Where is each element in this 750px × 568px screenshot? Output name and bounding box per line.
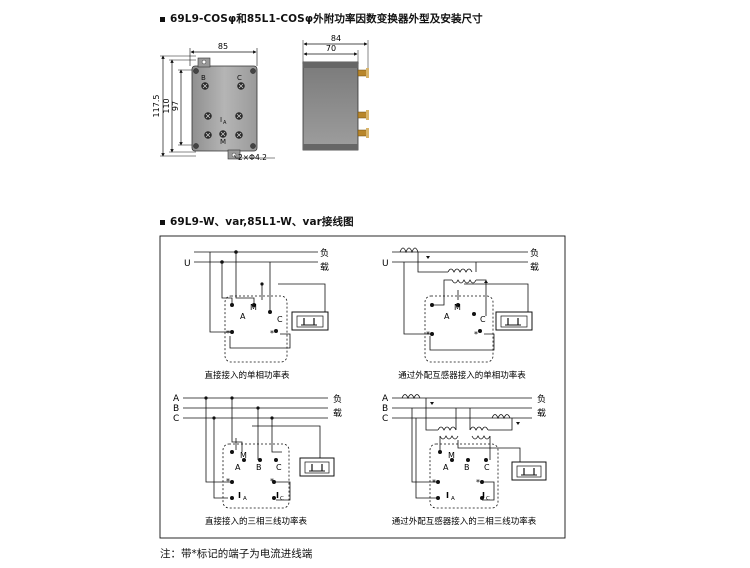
d2-label-u: U [382, 259, 389, 269]
d3-label-load-2: 载 [333, 407, 342, 419]
dim-height-mid: 110 [162, 98, 171, 113]
front-label-ia: I [220, 116, 222, 124]
d2-star: * [426, 330, 430, 339]
d3-label-b: B [173, 404, 179, 414]
d1-caption: 直接接入的单相功率表 [204, 370, 290, 381]
d3-term-ic: I [276, 491, 279, 500]
d4-label-load-1: 负 [537, 393, 546, 405]
d4-term-ic-sub: C [486, 496, 490, 502]
d4-star-2: * [476, 478, 480, 487]
d1-term-c: C [277, 315, 283, 324]
outline-heading-text: 69L9-COSφ和85L1-COSφ外附功率因数变换器外型及安装尺寸 [170, 13, 483, 25]
d3-term-c: C [276, 463, 282, 472]
outline-heading: 69L9-COSφ和85L1-COSφ外附功率因数变换器外型及安装尺寸 [160, 11, 483, 26]
d4-label-load-2: 载 [537, 407, 546, 419]
d1-star: * [226, 329, 230, 338]
wiring-frame [159, 235, 566, 539]
d1-label-load-1: 负 [320, 247, 329, 259]
diagram-direct-three-phase-marks [204, 396, 325, 500]
d3-term-b: B [256, 463, 262, 472]
d4-caption: 通过外配互感器接入的三相三线功率表 [392, 516, 537, 527]
diagram-transformer-three-phase [392, 394, 547, 509]
diagram-transformer-single-phase-marks [426, 256, 521, 336]
d4-term-a: A [443, 463, 449, 472]
front-label-c: C [237, 74, 242, 82]
bullet-icon [160, 16, 165, 22]
d4-label-b: B [382, 404, 388, 414]
front-label-ia-sub: A [223, 120, 227, 126]
d3-star: * [226, 477, 230, 486]
dim-hole-spec: 2×Φ4.2 [238, 153, 267, 162]
front-label-b: B [201, 74, 206, 82]
d3-label-a: A [173, 394, 180, 404]
d3-label-load-1: 负 [333, 393, 342, 405]
d4-term-b: B [464, 463, 470, 472]
bullet-icon [160, 219, 165, 225]
d1-term-m: M [250, 303, 257, 312]
front-view: 85 117.5 110 97 2×Φ4.2 [152, 42, 275, 162]
dim-height-inner: 97 [171, 101, 180, 111]
d3-term-ia: I [238, 491, 241, 500]
footnote: 注：带*标记的端子为电流进线端 [160, 548, 313, 560]
d1-term-a: A [240, 312, 246, 321]
d2-term-m: M [454, 303, 461, 312]
dim-side-total: 84 [331, 34, 341, 43]
diagram-transformer-three-phase-marks [430, 402, 537, 500]
d4-star: * [432, 478, 436, 487]
d3-term-ia-sub: A [243, 496, 247, 502]
d3-label-c: C [173, 414, 179, 424]
d2-caption: 通过外配互感器接入的单相功率表 [398, 370, 526, 381]
diagram-direct-single-phase-marks [220, 250, 317, 334]
dim-height-outer: 117.5 [152, 95, 161, 118]
d4-label-c: C [382, 414, 388, 424]
side-view: 84 70 [302, 34, 369, 151]
wiring-heading: 69L9-W、var,85L1-W、var接线图 [160, 214, 354, 229]
d2-term-a: A [444, 312, 450, 321]
diagram-direct-single-phase [194, 251, 329, 363]
d1-label-u: U [184, 259, 191, 269]
d1-label-load-2: 载 [320, 261, 329, 273]
d3-term-ic-sub: C [280, 496, 284, 502]
d4-term-c: C [484, 463, 490, 472]
dim-side-body: 70 [326, 44, 336, 53]
d2-star-2: * [474, 330, 478, 339]
d2-label-load-1: 负 [530, 247, 539, 259]
d3-term-a: A [235, 463, 241, 472]
d4-term-ic: I [482, 491, 485, 500]
d4-term-m: M [448, 451, 455, 460]
wiring-heading-text: 69L9-W、var,85L1-W、var接线图 [170, 216, 354, 228]
d3-term-m: M [240, 451, 247, 460]
front-label-m: M [220, 138, 226, 146]
d3-star-2: * [270, 477, 274, 486]
d2-term-c: C [480, 315, 486, 324]
dim-front-width: 85 [218, 42, 228, 51]
d4-term-ia-sub: A [451, 496, 455, 502]
d4-label-a: A [382, 394, 389, 404]
d3-caption: 直接接入的三相三线功率表 [205, 516, 308, 527]
d2-label-load-2: 载 [530, 261, 539, 273]
diagram-transformer-single-phase [392, 247, 533, 363]
diagram-direct-three-phase [183, 397, 335, 509]
d1-star-2: * [270, 329, 274, 338]
d4-term-ia: I [446, 491, 449, 500]
